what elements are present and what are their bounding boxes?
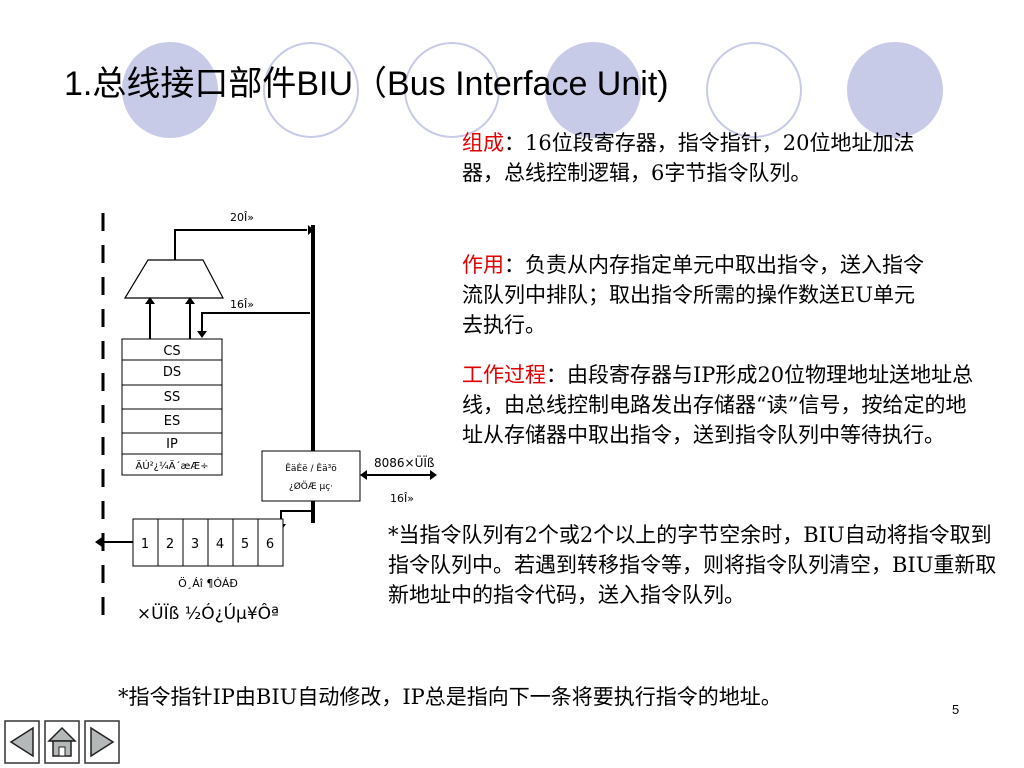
address-adder [123,259,224,299]
queue-note: *当指令队列有2个或2个以上的字节空余时，BIU自动将指令取到指令队列中。若遇到… [388,523,997,607]
bus16-right-label: 16Î» [390,492,414,505]
register-es: ES [164,414,180,429]
address-path-arrow [174,229,307,260]
process-text: ：由段寄存器与IP形成20位物理地址送地址总线，由总线控制电路发出存储器“读”信… [462,363,974,447]
composition-paragraph: 组成：16位段寄存器，指令指针，20位地址加法器，总线控制逻辑，6字节指令队列。 [462,128,942,188]
home-icon [47,726,77,757]
queue-cell: 1 [141,537,149,552]
composition-label: 组成 [462,131,504,155]
queue-label: Ö¸Áî ¶ÓÁÐ [178,577,238,590]
queue-cell: 2 [166,537,174,552]
process-paragraph: 工作过程：由段寄存器与IP形成20位物理地址送地址总线，由总线控制电路发出存储器… [462,360,982,450]
slide-title: 1.总线接口部件BIU（Bus Interface Unit) [64,65,669,103]
arrow-head [308,225,314,235]
arrow-head [95,537,102,547]
decorative-circle [847,42,943,138]
arrow-head [197,331,207,338]
bus-control-box [261,450,361,502]
composition-text: ：16位段寄存器，指令指针，20位地址加法器，总线控制逻辑，6字节指令队列。 [462,131,915,185]
slide-number: 5 [952,702,960,717]
home-button[interactable] [44,720,80,764]
arrow-head [185,297,195,304]
decorative-circle [706,42,802,138]
register-ds: DS [163,365,181,380]
bus16-label: 16Î» [230,298,254,311]
biu-diagram: 20Î» 16Î» CS DS SS ES IP ÄÚ²¿¼Ä´æÆ÷ ÊäÈë… [95,211,437,625]
bus20-label: 20Î» [230,211,254,224]
function-text: ：负责从内存指定单元中取出指令，送入指令流队列中排队；取出指令所需的操作数送EU… [462,253,924,337]
decorative-circle [122,42,218,138]
arrow-right-icon [90,726,115,758]
previous-slide-button[interactable] [4,720,40,764]
queue-cell: 5 [241,537,249,552]
cpu-bus-label: 8086×ÜÏß [374,454,435,470]
decorative-circle [404,42,500,138]
function-label: 作用 [462,253,504,277]
register-cs: CS [163,344,180,359]
arrow-head [360,470,367,480]
arrow-head [430,470,437,480]
queue-cell: 6 [266,537,274,552]
internal-registers-label: ÄÚ²¿¼Ä´æÆ÷ [136,459,209,472]
decorative-circle [263,42,359,138]
arrow-left-icon [9,726,34,758]
queue-cell: 4 [216,537,224,552]
decorative-circle [545,42,641,138]
register-ip: IP [166,437,178,452]
register-file [121,338,223,476]
biu-label: ×ÜÏß ½Ó¿Úµ¥Ôª [137,602,279,624]
register-ss: SS [164,390,181,405]
function-paragraph: 作用：负责从内存指定单元中取出指令，送入指令流队列中排队；取出指令所需的操作数送… [462,250,932,340]
process-label: 工作过程 [462,363,546,387]
next-slide-button[interactable] [84,720,120,764]
data-path-arrow [201,312,310,333]
queue-cell: 3 [191,537,199,552]
bus-control-label-1: ÊäÈë / Êä³ö [285,462,337,474]
queue-input-arrow [280,503,313,525]
arrow-head [145,297,155,304]
bus-control-label-2: ¿ØÖÆ µç· [289,481,333,492]
ip-note: *指令指针IP由BIU自动修改，IP总是指向下一条将要执行指令的地址。 [118,685,782,709]
